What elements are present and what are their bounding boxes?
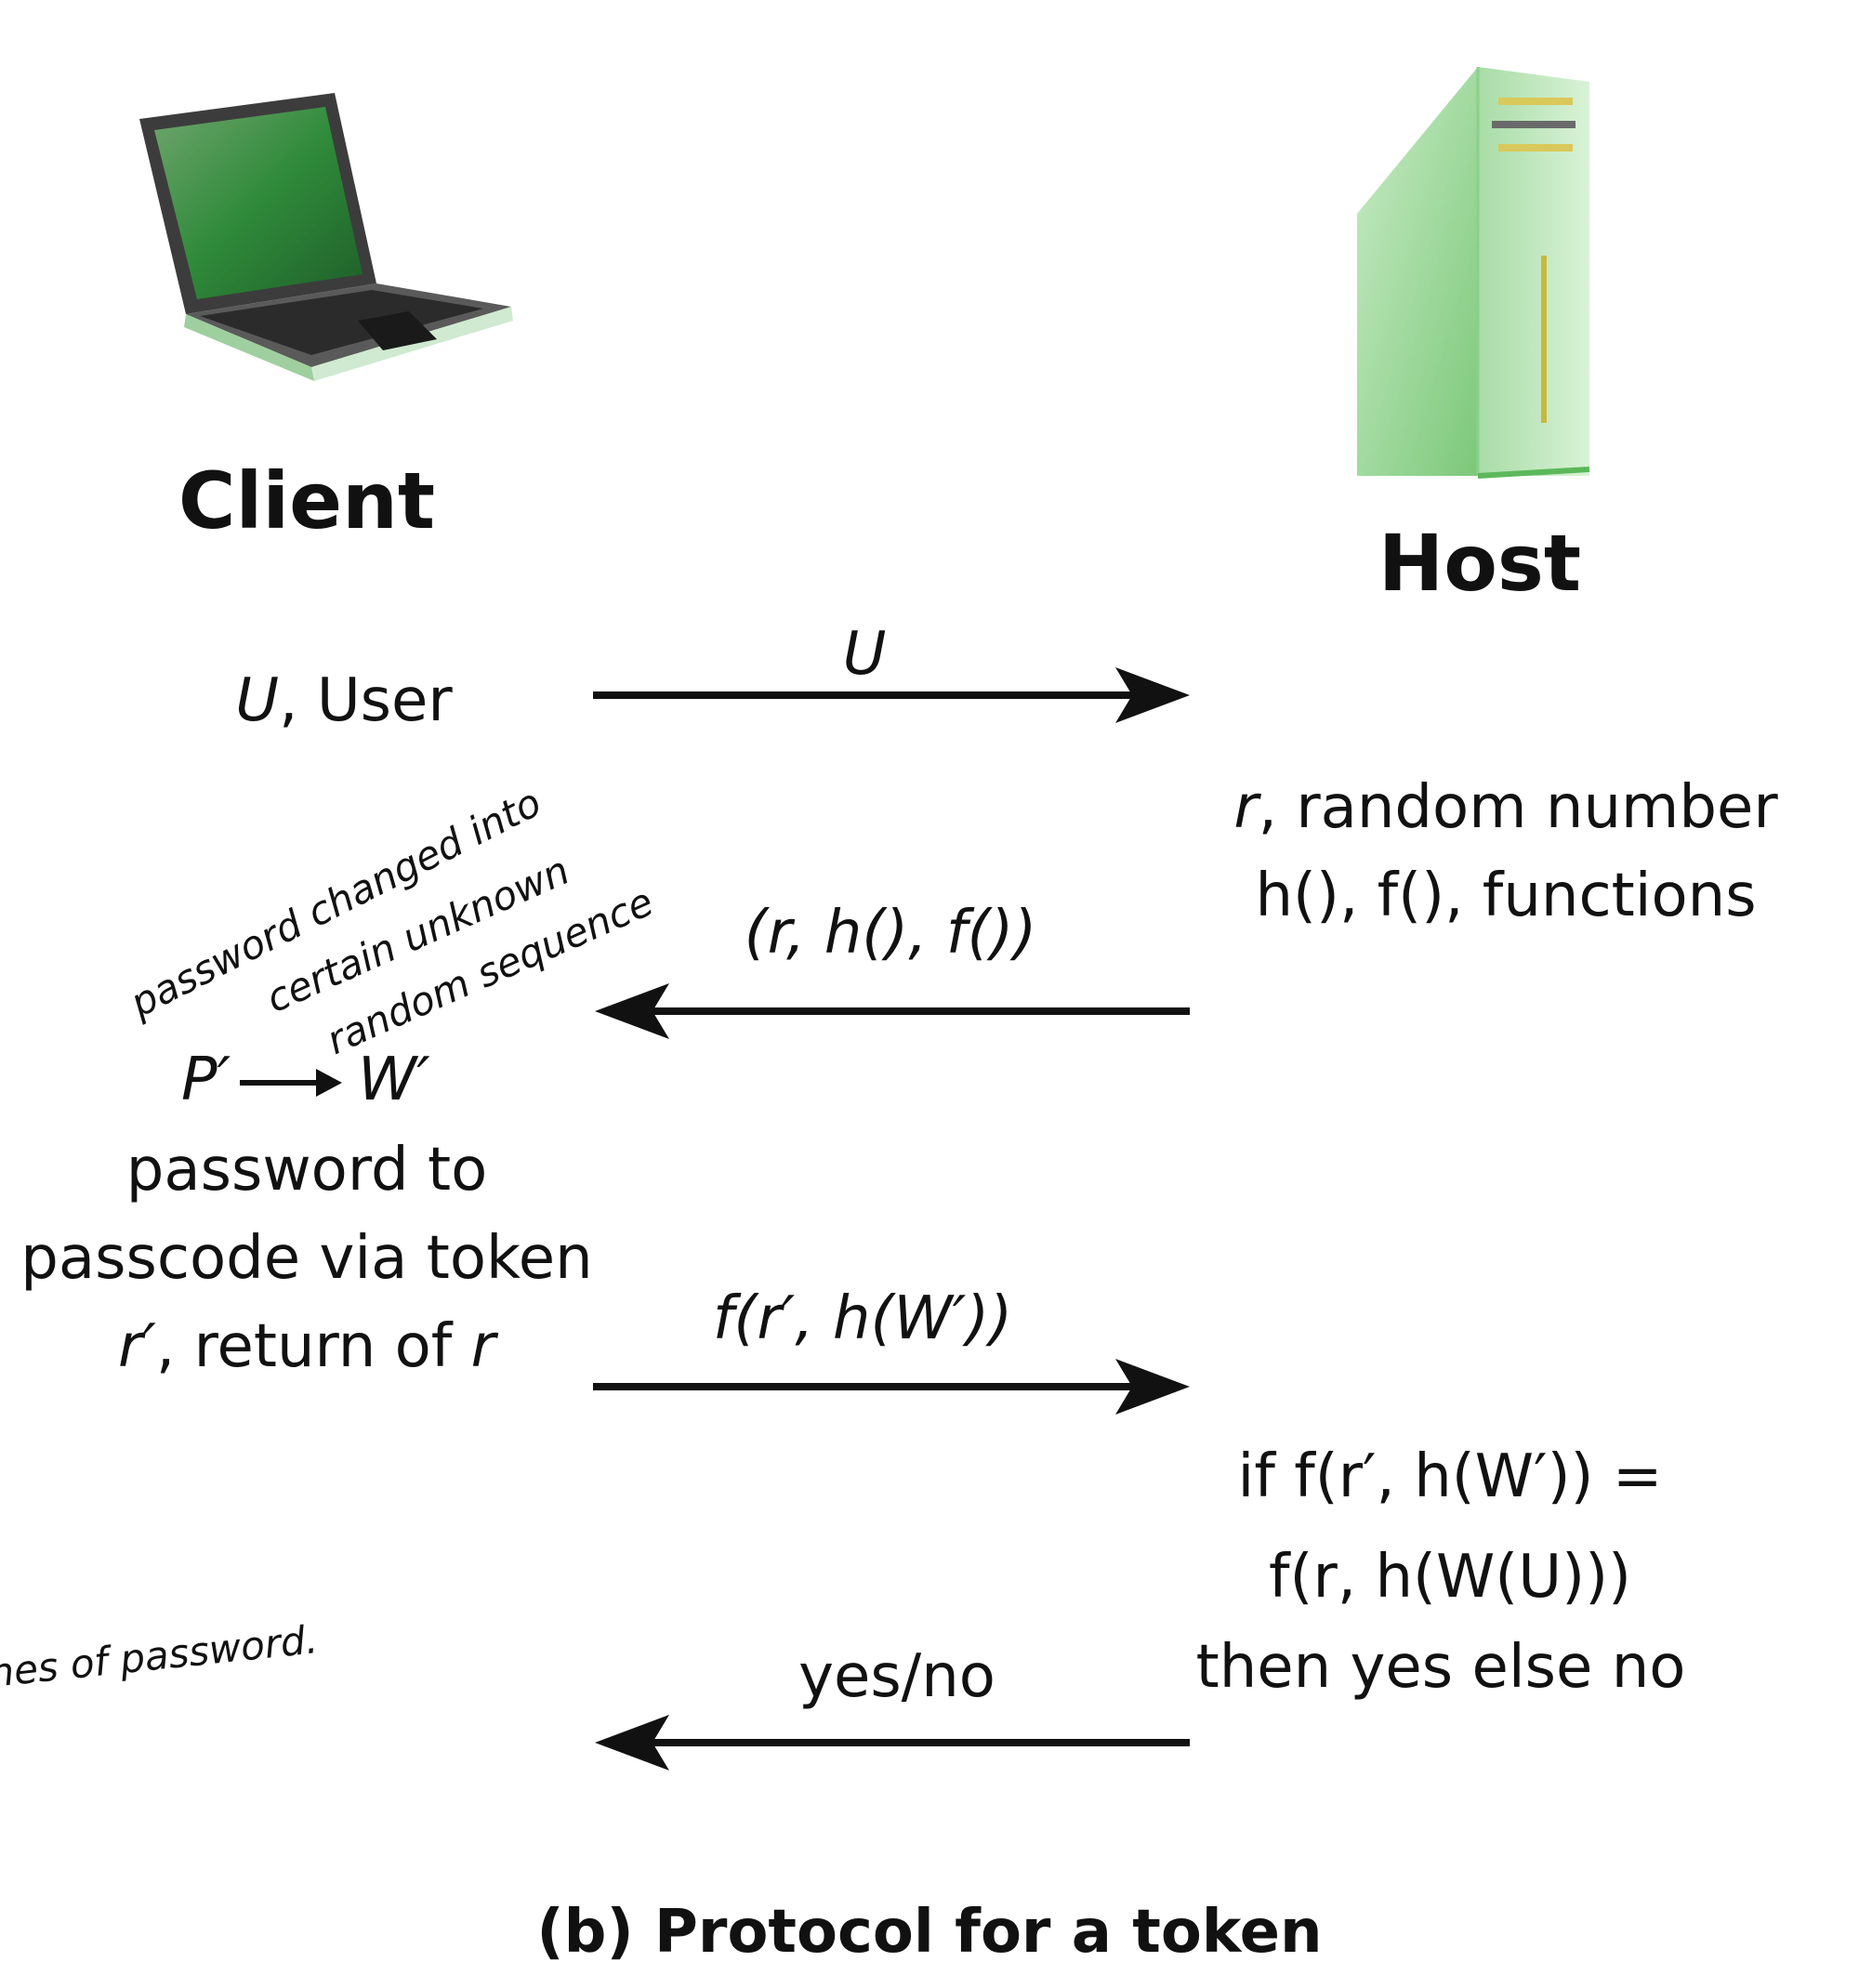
message-label-3: f(r′, h(W′)) [713,1284,1012,1353]
w-prime-label: W′ [358,1046,430,1114]
host-check-line2: f(r, h(W(U))) [1269,1543,1631,1612]
client-note-line2: passcode via token [20,1224,592,1293]
handwritten-line-4: hes of password. [0,1616,320,1696]
message-arrow-3: f(r′, h(W′)) [593,1284,1190,1415]
message-arrow-2: (r, h(), f()) [595,899,1190,1039]
host-check-line3: then yes else no [1196,1633,1686,1702]
client-note-line3: r′, return of r [118,1312,499,1381]
client-user-label: U, User [235,666,453,735]
client-note-line1: password to [126,1136,487,1205]
client-heading: Client [178,455,435,546]
p-prime-label: P′ [181,1046,231,1114]
message-label-4: yes/no [798,1642,995,1711]
host-random-label: r, random number [1233,773,1778,842]
host-functions-label: h(), f(), functions [1255,862,1756,930]
host-check-line1: if f(r′, h(W′)) = [1238,1442,1663,1511]
host-heading: Host [1378,518,1581,609]
message-label-2: (r, h(), f()) [745,899,1037,968]
figure-caption: (b) Protocol for a token [536,1898,1322,1967]
server-icon [1357,67,1590,479]
message-arrow-4: yes/no [595,1642,1190,1771]
p-to-w-arrow [240,1069,342,1097]
message-label-1: U [843,620,887,689]
laptop-icon [139,93,513,381]
message-arrow-1: U [593,620,1190,723]
handwritten-note: password changed into certain unknown ra… [122,779,660,1063]
